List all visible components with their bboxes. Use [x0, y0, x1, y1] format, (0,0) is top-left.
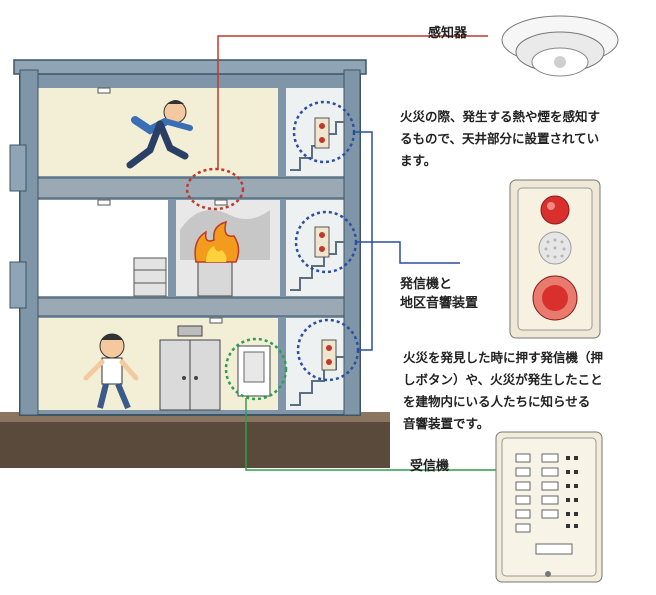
- alarm-panel-icon: [509, 179, 601, 339]
- detector-desc-line-1: 火災の際、発生する熱や煙を感知す: [400, 109, 601, 124]
- filing-cabinet: [133, 257, 167, 297]
- detector-desc-line-2: るもので、天井部分に設置されてい: [400, 131, 600, 146]
- fire-icon: [180, 210, 270, 297]
- elevator: [159, 325, 221, 411]
- ground: [0, 412, 390, 468]
- stair-alarm-units: [314, 117, 337, 371]
- transmitter-label-line-1: 発信機と: [400, 277, 453, 292]
- transmitter-desc-line-1: 火災を発見した時に押す発信機（押: [403, 350, 604, 365]
- transmitter-desc-line-2: しボタン）や、火災が発生したこと: [403, 372, 603, 387]
- transmitter-description: 火災を発見した時に押す発信機（押 しボタン）や、火災が発生したこと を建物内にい…: [403, 347, 603, 435]
- transmitter-desc-line-3: を建物内にいる人たちに知らせる: [403, 394, 591, 409]
- wall-receiver: [237, 345, 271, 397]
- leader-lines: [217, 35, 498, 471]
- detector-desc-line-3: ます。: [400, 153, 437, 168]
- surprised-person-icon: [83, 333, 139, 410]
- running-person-icon: [126, 100, 193, 169]
- transmitter-label-line-2: 地区音響装置: [400, 296, 479, 311]
- detector-label: 感知器: [428, 26, 468, 41]
- ceiling-detectors: [97, 87, 228, 324]
- transmitter-desc-line-4: 音響装置です。: [403, 416, 490, 431]
- receiver-panel-icon: [495, 431, 603, 583]
- smoke-detector-icon: [501, 15, 619, 77]
- receiver-label: 受信機: [410, 459, 450, 474]
- detector-description: 火災の際、発生する熱や煙を感知す るもので、天井部分に設置されてい ます。: [400, 106, 600, 172]
